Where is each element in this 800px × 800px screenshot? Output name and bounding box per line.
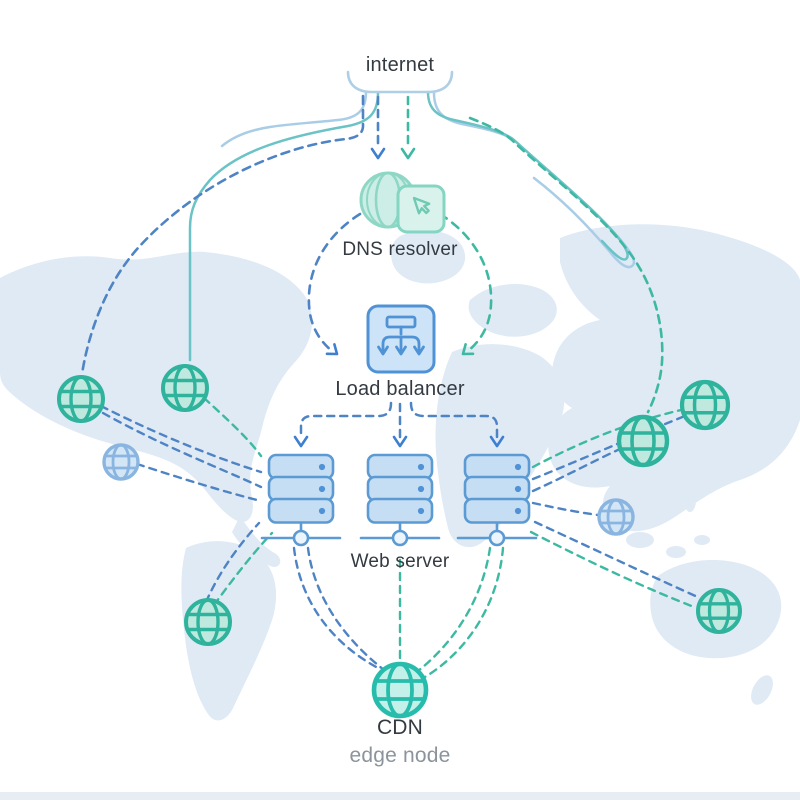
globe-icon bbox=[679, 379, 731, 431]
servers-to-cdn-links bbox=[292, 546, 505, 679]
internet-solid-links bbox=[188, 90, 636, 362]
globe-icon bbox=[616, 414, 670, 468]
globe-icon bbox=[696, 588, 742, 634]
web-server-icon bbox=[260, 453, 342, 547]
web-server-cluster bbox=[260, 453, 538, 547]
internet-to-dns-arrows bbox=[370, 95, 416, 160]
load-balancer-label: Load balancer bbox=[335, 378, 465, 400]
edge-globes bbox=[57, 364, 742, 646]
cdn-label: CDN bbox=[376, 716, 424, 739]
web-server-icon bbox=[456, 453, 538, 547]
dns-resolver-icon bbox=[359, 171, 446, 234]
cdn-globe-icon bbox=[371, 661, 429, 719]
web-server-icon bbox=[359, 453, 441, 547]
lb-to-servers-arrows bbox=[293, 401, 505, 448]
web-server-label: Web server bbox=[350, 551, 450, 572]
dns-lb-cycle-arcs bbox=[307, 212, 493, 356]
globe-icon bbox=[57, 375, 105, 423]
load-balancer-icon bbox=[366, 304, 436, 374]
dns-resolver-label: DNS resolver bbox=[342, 239, 458, 260]
internet-bracket bbox=[346, 70, 454, 94]
right-fan-links bbox=[529, 408, 702, 609]
globe-icon-blue bbox=[597, 498, 635, 536]
internet-dashed-links bbox=[80, 94, 664, 414]
cdn-sublabel: edge node bbox=[349, 744, 451, 767]
globe-icon-blue bbox=[102, 443, 140, 481]
globe-icon bbox=[184, 598, 232, 646]
internet-label: internet bbox=[365, 54, 435, 76]
dns-click-icon bbox=[396, 184, 446, 234]
globe-icon bbox=[161, 364, 209, 412]
